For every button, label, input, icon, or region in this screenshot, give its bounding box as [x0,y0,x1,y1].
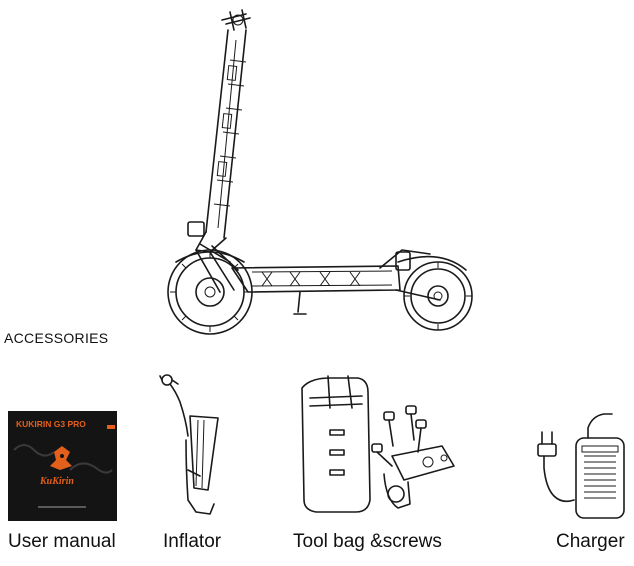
caption-inflator: Inflator [163,531,222,552]
caption-user-manual: User manual [8,531,116,552]
caption-charger: Charger [556,531,625,552]
manual-cover-brand: KuKirin [39,476,74,487]
manual-logo-icon [50,446,72,470]
section-heading: ACCESSORIES [4,330,109,346]
manual-cover-title: KUKIRIN G3 PRO [16,419,86,429]
caption-tool-bag-screws: Tool bag &screws [293,531,442,552]
